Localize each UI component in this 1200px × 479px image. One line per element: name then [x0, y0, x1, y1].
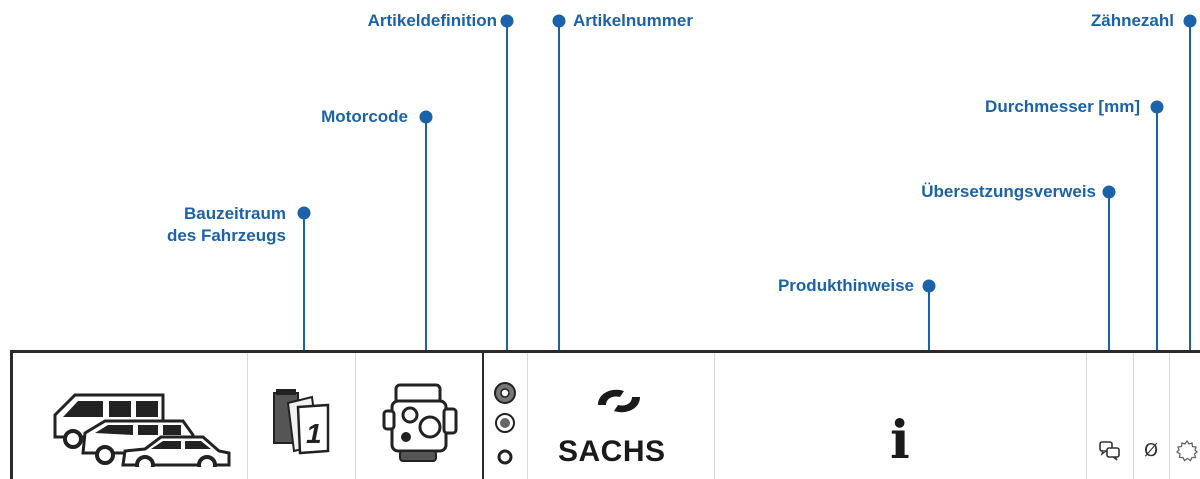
vehicles-icon	[53, 393, 231, 467]
cell-vehicles	[13, 353, 248, 479]
gear-teeth-icon	[1175, 439, 1198, 462]
callout-zaehnezahl: Zähnezahl	[1090, 11, 1174, 30]
callout-durchmesser: Durchmesser [mm]	[985, 97, 1140, 116]
info-icon: i	[890, 410, 910, 471]
cell-article-definition	[484, 353, 528, 479]
cell-gear-teeth	[1170, 353, 1200, 479]
callout-produkthinweise: Produkthinweise	[777, 276, 914, 295]
callout-artikeldefinition: Artikeldefinition	[367, 11, 497, 30]
dot-artikeldefinition-top	[500, 14, 514, 28]
sachs-logo-icon	[598, 389, 640, 413]
dot-bauzeitraum-top	[297, 206, 311, 220]
callout-uebersetzungsverweis: Übersetzungsverweis	[921, 182, 1096, 201]
cell-product-notes: i	[715, 353, 1087, 479]
dot-durchmesser-top	[1150, 100, 1164, 114]
catalog-header-strip: 1 SACHS i	[10, 350, 1200, 479]
svg-text:1: 1	[306, 418, 322, 449]
diameter-icon: Ø	[1144, 440, 1159, 461]
engine-icon	[382, 383, 458, 462]
callout-artikelnummer: Artikelnummer	[573, 11, 693, 30]
clutch-parts-icon	[494, 382, 516, 465]
callout-motorcode: Motorcode	[321, 107, 408, 126]
cross-reference-icon	[1099, 441, 1120, 461]
dot-motorcode-top	[419, 110, 433, 124]
calendar-icon: 1	[273, 389, 330, 455]
dot-uebersetzungsverweis-top	[1102, 185, 1116, 199]
cell-calendar: 1	[248, 353, 356, 479]
dot-produkthinweise-top	[922, 279, 936, 293]
callout-bauzeitraum-line2: des Fahrzeugs	[166, 226, 286, 245]
dot-zaehnezahl-top	[1183, 14, 1197, 28]
callout-bauzeitraum: Bauzeitraum des Fahrzeugs	[167, 203, 286, 247]
dot-artikelnummer-top	[552, 14, 566, 28]
cell-diameter: Ø	[1134, 353, 1170, 479]
callout-bauzeitraum-line1: Bauzeitraum	[183, 204, 286, 223]
cell-article-number: SACHS	[528, 353, 715, 479]
cell-engine	[356, 353, 484, 479]
brand-name: SACHS	[558, 435, 666, 468]
cell-cross-reference	[1087, 353, 1134, 479]
